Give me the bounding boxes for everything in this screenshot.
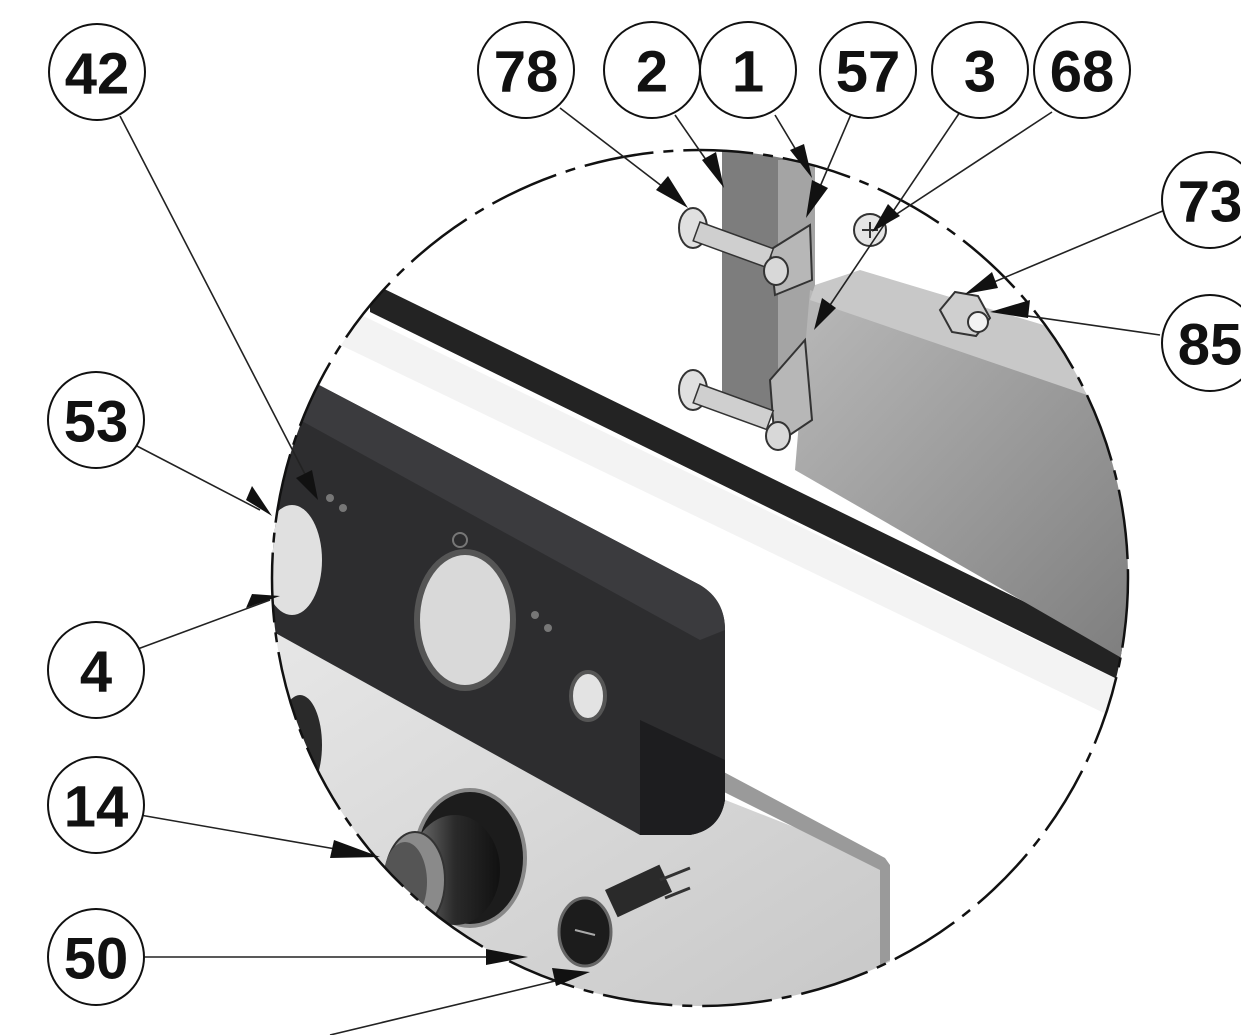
leader-78 — [559, 107, 681, 201]
balloon-14: 14 — [47, 756, 145, 854]
balloon-50-label: 50 — [64, 927, 129, 992]
balloon-57: 57 — [819, 21, 917, 119]
leader-53 — [134, 444, 261, 511]
balloon-85: 85 — [1161, 294, 1241, 392]
panel-large-hole — [414, 549, 516, 691]
arrowhead-bottom — [552, 968, 590, 986]
balloon-68-label: 68 — [1050, 40, 1115, 105]
balloon-73-label: 73 — [1178, 170, 1241, 235]
arrowhead-68 — [872, 204, 900, 232]
arrowhead-14 — [330, 840, 380, 858]
leader-4 — [134, 599, 271, 651]
leader-14 — [139, 814, 371, 856]
arrowhead-78 — [656, 176, 688, 208]
balloon-85-label: 85 — [1178, 313, 1241, 378]
lower-panel-edge — [720, 770, 890, 965]
arrowhead-4 — [246, 594, 280, 608]
arrowhead-85 — [990, 300, 1030, 318]
leader-42 — [119, 115, 309, 481]
balloon-3-label: 3 — [964, 40, 996, 105]
balloon-4: 4 — [47, 621, 145, 719]
balloon-42-label: 42 — [65, 42, 130, 107]
leader-73 — [974, 209, 1166, 291]
balloon-50: 50 — [47, 908, 145, 1006]
balloon-53-label: 53 — [64, 390, 129, 455]
balloon-78-label: 78 — [494, 40, 559, 105]
left-recess — [278, 695, 322, 795]
balloon-73: 73 — [1161, 151, 1241, 249]
panel-small-hole — [569, 670, 607, 722]
panel-left-hole — [272, 505, 322, 615]
arrowhead-1 — [790, 144, 812, 178]
control-panel-housing — [272, 375, 725, 835]
indicator-lamp — [557, 864, 691, 968]
balloon-4-label: 4 — [80, 640, 112, 705]
balloon-57-label: 57 — [836, 40, 901, 105]
balloon-14-label: 14 — [64, 775, 129, 840]
arrowhead-53 — [246, 486, 272, 516]
balloon-68: 68 — [1033, 21, 1131, 119]
arrowhead-50 — [486, 949, 528, 965]
balloon-2: 2 — [603, 21, 701, 119]
balloon-1: 1 — [699, 21, 797, 119]
arrowhead-2 — [702, 152, 724, 188]
balloon-53: 53 — [47, 371, 145, 469]
balloon-42: 42 — [48, 23, 146, 121]
arrowhead-57 — [806, 180, 828, 218]
balloon-78: 78 — [477, 21, 575, 119]
leader-bottom — [329, 974, 581, 1035]
leader-68 — [879, 111, 1053, 226]
arrowheads — [246, 144, 1030, 986]
screw-lower — [678, 369, 791, 451]
arrowhead-3 — [814, 298, 836, 330]
balloon-2-label: 2 — [636, 40, 668, 105]
screw-upper — [678, 207, 789, 286]
upper-panel — [330, 300, 1128, 740]
arrowhead-42 — [296, 470, 318, 500]
seal-strip — [370, 282, 1128, 700]
arrowhead-73 — [965, 272, 998, 294]
balloon-1-label: 1 — [732, 40, 764, 105]
balloon-3: 3 — [931, 21, 1029, 119]
detail-circle-content — [272, 150, 1128, 1006]
hex-nut — [938, 290, 992, 338]
cover-box-top — [810, 270, 1128, 420]
